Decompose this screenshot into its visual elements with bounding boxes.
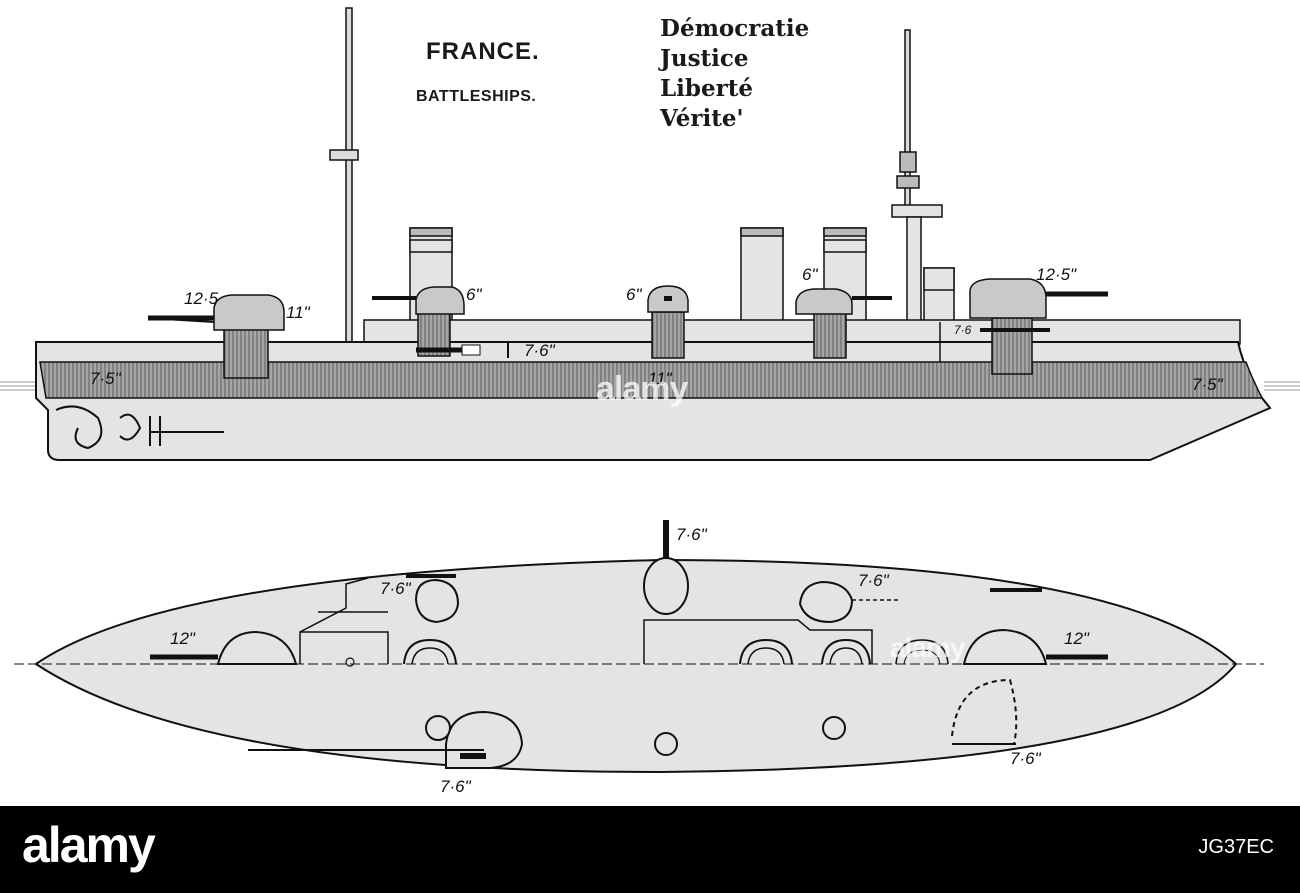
plan-lower-right-turret bbox=[951, 678, 1018, 745]
label-belt-stern: 7·5" bbox=[1192, 375, 1224, 394]
side-profile-view: 12·5 11" 6" 6" 6" 12·5" 7·6" 7·6 7·5" 11… bbox=[0, 7, 1300, 461]
label-fwd-6in: 6" bbox=[466, 285, 482, 304]
ship-name: Justice bbox=[660, 45, 749, 72]
label-fwd-turret-b: 11" bbox=[286, 303, 311, 322]
label-plan-stern-12: 12" bbox=[1064, 629, 1090, 648]
label-belt-mid: 11" bbox=[648, 369, 673, 388]
label-mid-6in: 6" bbox=[626, 285, 642, 304]
country-title: FRANCE. bbox=[426, 38, 540, 65]
rudder bbox=[55, 405, 103, 450]
label-casemate-76: 7·6" bbox=[524, 341, 556, 360]
ship-diagram-svg: 12·5 11" 6" 6" 6" 12·5" 7·6" 7·6 7·5" 11… bbox=[0, 7, 1300, 796]
propeller bbox=[119, 413, 142, 441]
aft-main-turret bbox=[969, 278, 1108, 375]
ship-name: Vérite' bbox=[660, 105, 744, 132]
foremast bbox=[345, 7, 353, 344]
label-belt-bow: 7·5" bbox=[90, 369, 122, 388]
watermark: alamy bbox=[596, 370, 688, 408]
label-plan-low-right-76: 7·6" bbox=[1010, 749, 1042, 768]
ship-name: Démocratie bbox=[660, 15, 810, 42]
plan-bow-turret bbox=[216, 630, 298, 665]
label-plan-aft-76: 7·6" bbox=[858, 571, 890, 590]
ship-drawing: FRANCE. BATTLESHIPS. Démocratie Justice … bbox=[0, 7, 1300, 796]
image-id: JG37EC bbox=[1198, 836, 1274, 858]
footer-bar: alamy JG37EC bbox=[0, 806, 1300, 893]
waterline bbox=[0, 381, 1300, 391]
deck-plan-view: 7·6" 7·6" 7·6" 12" 12" 7·6" 7·6" bbox=[14, 520, 1264, 796]
label-aft-6in: 6" bbox=[802, 265, 818, 284]
plan-lower-left-turret bbox=[445, 710, 524, 769]
forward-secondary-turret bbox=[372, 286, 481, 357]
midship-secondary-turret bbox=[647, 285, 689, 359]
funnel-fore bbox=[409, 227, 453, 324]
plan-stern-turret bbox=[962, 628, 1048, 665]
alamy-logo: alamy bbox=[22, 817, 156, 873]
aft-secondary-turret bbox=[795, 288, 892, 359]
label-fwd-turret-a: 12·5 bbox=[184, 289, 219, 308]
mainmast-top bbox=[899, 151, 917, 173]
label-plan-top-76: 7·6" bbox=[676, 525, 708, 544]
label-aft-turret: 12·5" bbox=[1036, 265, 1077, 284]
ship-type-subtitle: BATTLESHIPS. bbox=[416, 88, 537, 105]
label-plan-fwd-76: 7·6" bbox=[380, 579, 412, 598]
label-plan-low-left-76: 7·6" bbox=[440, 777, 472, 796]
foremast-top bbox=[329, 149, 359, 161]
plan-aft-turret bbox=[798, 580, 854, 624]
watermark: alamy bbox=[890, 632, 965, 663]
armour-belt bbox=[39, 361, 1264, 399]
label-plan-bow-12: 12" bbox=[170, 629, 196, 648]
ship-name: Liberté bbox=[660, 75, 753, 102]
plan-fwd-turret bbox=[414, 578, 460, 624]
label-small-76: 7·6 bbox=[954, 323, 972, 337]
forward-main-turret bbox=[147, 294, 285, 379]
upper-deck bbox=[363, 319, 1241, 345]
funnel-mid bbox=[740, 227, 784, 324]
plan-top-turret bbox=[643, 557, 689, 615]
hull-plan bbox=[34, 558, 1238, 774]
ship-names-list: Démocratie Justice Liberté Vérite' bbox=[660, 14, 809, 134]
